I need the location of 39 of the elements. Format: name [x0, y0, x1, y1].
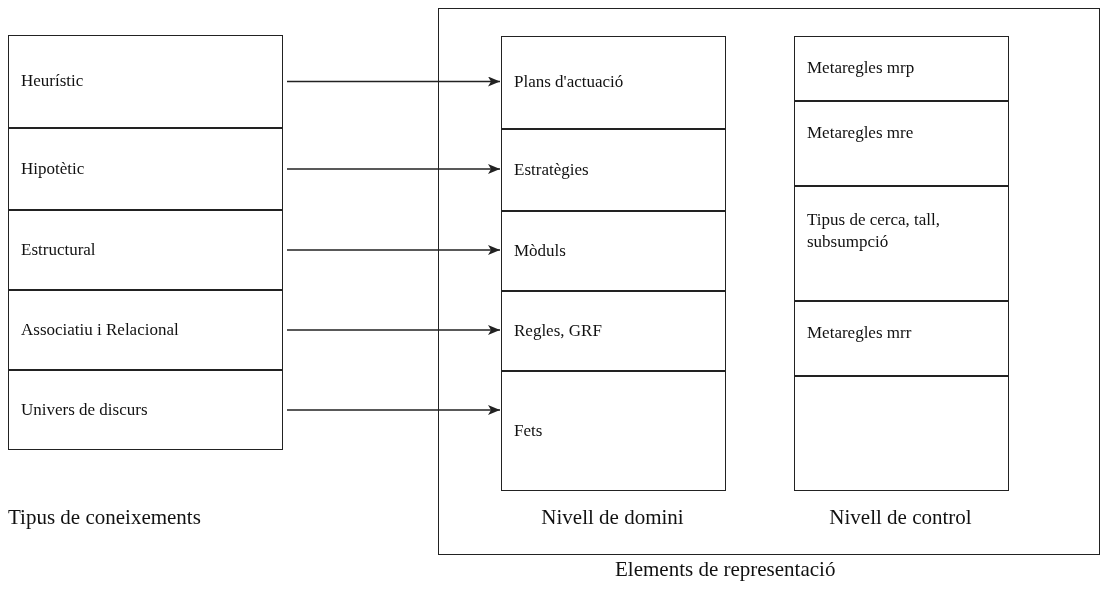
box-label: Mòduls: [514, 239, 566, 262]
group-frame: [438, 8, 1100, 555]
box-label: Plans d'actuació: [514, 71, 624, 94]
group-heading: Elements de representació: [615, 557, 836, 582]
box-label: Tipus de cerca, tall, subsumpció: [807, 209, 941, 254]
box-label: Hipotètic: [21, 157, 85, 180]
text-box: [8, 210, 283, 290]
text-box: [501, 371, 726, 491]
box-label: Estructural: [21, 238, 96, 261]
text-box: [794, 186, 1009, 301]
text-box: [794, 101, 1009, 186]
box-label: Univers de discurs: [21, 398, 148, 421]
arrow: [286, 325, 501, 335]
arrow: [286, 76, 501, 87]
box-label: Heurístic: [21, 70, 84, 93]
text-box: [794, 301, 1009, 376]
empty-box: [794, 376, 1009, 491]
text-box: [501, 211, 726, 291]
box-label: Metaregles mre: [807, 122, 914, 144]
box-label: Estratègies: [514, 158, 589, 181]
column-caption: Nivell de control: [829, 505, 972, 530]
arrow: [286, 405, 501, 415]
text-box: [501, 129, 726, 211]
arrow: [286, 164, 501, 174]
column-caption: Tipus de coneixements: [8, 505, 201, 530]
text-box: [8, 128, 283, 210]
text-box: [8, 35, 283, 128]
text-box: [8, 290, 283, 370]
text-box: [794, 36, 1009, 101]
arrow: [286, 245, 501, 255]
text-box: [501, 291, 726, 371]
box-label: Metaregles mrr: [807, 322, 912, 344]
text-box: [8, 370, 283, 450]
box-label: Fets: [514, 419, 543, 442]
text-box: [501, 36, 726, 129]
box-label: Associatiu i Relacional: [21, 318, 179, 341]
box-label: Regles, GRF: [514, 319, 602, 342]
box-label: Metaregles mrp: [807, 57, 915, 79]
column-caption: Nivell de domini: [541, 505, 684, 530]
